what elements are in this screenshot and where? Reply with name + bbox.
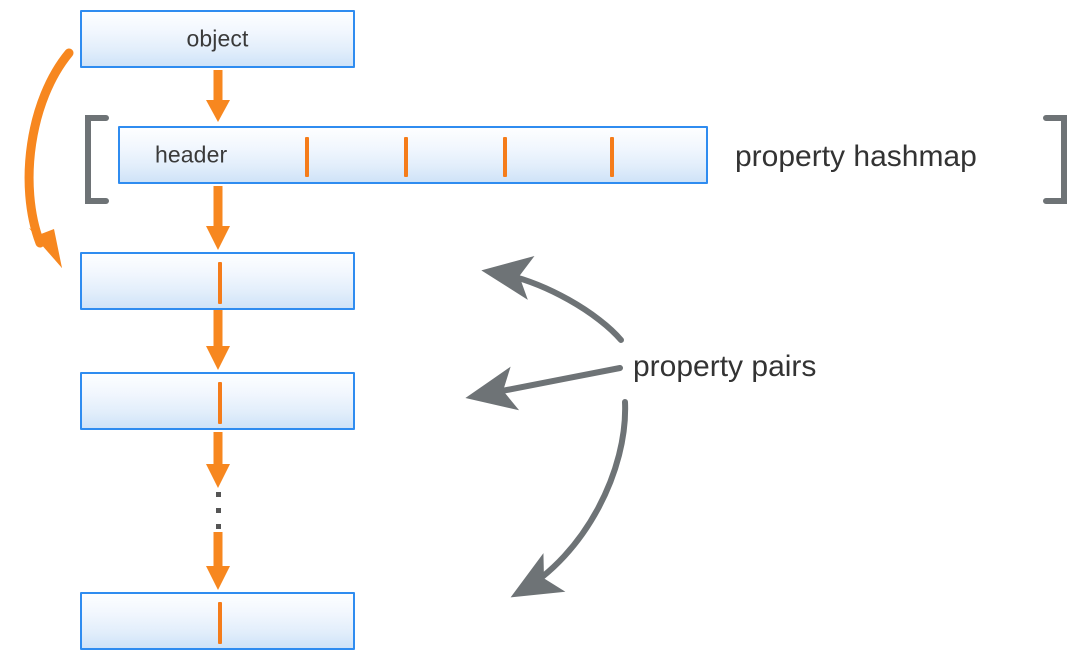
gray-arrow-to-pair1 <box>481 255 624 343</box>
orange-arrow-ellipsis-to-pair3 <box>206 532 230 590</box>
hashmap-tick-3 <box>503 137 507 177</box>
gray-arrow-to-pair3 <box>510 399 629 598</box>
ellipsis-dot-1 <box>216 492 221 497</box>
pair-divider-1 <box>218 262 222 304</box>
object-box[interactable]: object <box>80 10 355 68</box>
ellipsis-dot-3 <box>216 524 221 529</box>
pair-divider-3 <box>218 602 222 644</box>
property-hashmap-row[interactable]: header <box>118 126 708 184</box>
object-box-label: object <box>186 25 249 52</box>
property-pairs-caption: property pairs <box>633 350 817 383</box>
property-pair-box-3[interactable] <box>80 592 355 650</box>
ellipsis-dot-2 <box>216 508 221 513</box>
property-pair-box-1[interactable] <box>80 252 355 310</box>
orange-arrow-header-to-pair1 <box>206 186 230 250</box>
orange-arrow-object-to-header <box>206 70 230 122</box>
hashmap-tick-2 <box>404 137 408 177</box>
pair-divider-2 <box>218 382 222 424</box>
bracket-left-icon <box>85 115 109 204</box>
hashmap-tick-4 <box>610 137 614 177</box>
property-hashmap-caption: property hashmap <box>735 140 977 173</box>
hashmap-tick-1 <box>305 137 309 177</box>
bracket-right-icon <box>1043 115 1067 204</box>
property-pair-box-2[interactable] <box>80 372 355 430</box>
header-cell-label: header <box>155 141 228 168</box>
orange-arrow-pair1-to-pair2 <box>206 310 230 370</box>
gray-arrow-to-pair2 <box>465 365 623 411</box>
curved-orange-arrow-icon <box>24 48 74 268</box>
orange-arrow-pair2-to-ellipsis <box>206 432 230 488</box>
